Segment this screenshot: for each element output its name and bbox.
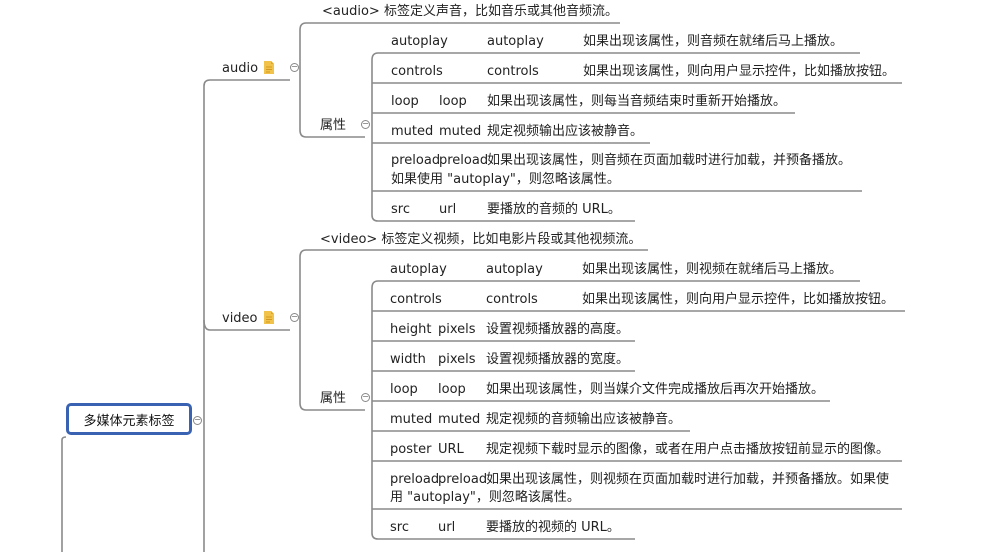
video-attr-desc: 规定视频下载时显示的图像，或者在用户点击播放按钮前显示的图像。 (486, 442, 890, 457)
video-node[interactable]: video (222, 311, 258, 326)
audio-attr-desc: 如果出现该属性，则每当音频结束时重新开始播放。 (487, 94, 787, 109)
video-attr-desc: 如果出现该属性，则视频在页面加载时进行加载，并预备播放。如果使 (486, 472, 890, 487)
audio-attr-desc: 如果出现该属性，则音频在页面加载时进行加载，并预备播放。 (487, 153, 852, 168)
video-attr-desc: 规定视频的音频输出应该被静音。 (486, 412, 682, 427)
video-attr-value: pixels (438, 322, 476, 337)
audio-attr-desc: 如果出现该属性，则音频在就绪后马上播放。 (583, 34, 844, 49)
audio-attr-name: preload (391, 153, 441, 168)
video-attr-name: autoplay (390, 262, 447, 277)
video-attr-value: url (438, 520, 456, 535)
video-collapse-icon[interactable]: − (290, 312, 299, 322)
video-attr-name: src (390, 520, 409, 535)
video-attr-name: width (390, 352, 426, 367)
video-attr-desc: 如果出现该属性，则当媒介文件完成播放后再次开始播放。 (486, 382, 825, 397)
audio-collapse-icon[interactable]: − (290, 62, 299, 72)
video-attr-collapse-icon[interactable]: − (361, 392, 370, 402)
video-attr-desc-cont: 用 "autoplay"，则忽略该属性。 (390, 490, 580, 505)
note-icon[interactable] (264, 311, 274, 324)
audio-attr-desc: 要播放的音频的 URL。 (487, 202, 621, 217)
video-attr-desc: 设置视频播放器的宽度。 (486, 352, 630, 367)
root-label: 多媒体元素标签 (83, 413, 175, 429)
video-attr-name: controls (390, 292, 442, 307)
video-desc: <video> 标签定义视频，比如电影片段或其他视频流。 (320, 232, 642, 247)
audio-node[interactable]: audio (222, 61, 259, 76)
video-attr-value: preload (438, 472, 488, 487)
audio-attr-name: autoplay (391, 34, 448, 49)
video-attr-desc: 如果出现该属性，则视频在就绪后马上播放。 (582, 262, 843, 277)
audio-attr-desc-cont: 如果使用 "autoplay"，则忽略该属性。 (391, 172, 620, 187)
video-attr-name: poster (390, 442, 432, 457)
video-attr-name: preload (390, 472, 440, 487)
video-attr-label[interactable]: 属性 (320, 391, 347, 406)
audio-attr-value: autoplay (487, 34, 544, 49)
audio-attr-value: muted (439, 124, 482, 139)
video-attr-name: height (390, 322, 432, 337)
video-attr-value: muted (438, 412, 481, 427)
video-attr-value: autoplay (486, 262, 543, 277)
audio-attr-desc: 规定视频输出应该被静音。 (487, 124, 644, 139)
audio-desc: <audio> 标签定义声音，比如音乐或其他音频流。 (322, 4, 618, 19)
audio-attr-name: loop (391, 94, 419, 109)
video-attr-desc: 如果出现该属性，则向用户显示控件，比如播放按钮。 (582, 292, 895, 307)
video-attr-name: loop (390, 382, 418, 397)
video-attr-value: pixels (438, 352, 476, 367)
audio-attr-value: url (439, 202, 457, 217)
video-attr-name: muted (390, 412, 433, 427)
video-attr-desc: 设置视频播放器的高度。 (486, 322, 630, 337)
audio-attr-label[interactable]: 属性 (320, 118, 347, 133)
video-attr-value: loop (438, 382, 466, 397)
audio-attr-value: loop (439, 94, 467, 109)
video-attr-value: URL (438, 442, 464, 457)
note-icon[interactable] (264, 61, 274, 74)
audio-attr-collapse-icon[interactable]: − (361, 119, 370, 129)
audio-attr-name: controls (391, 64, 443, 79)
audio-attr-desc: 如果出现该属性，则向用户显示控件，比如播放按钮。 (583, 64, 896, 79)
video-attr-value: controls (486, 292, 538, 307)
root-collapse-icon[interactable]: − (193, 415, 202, 425)
audio-attr-value: controls (487, 64, 539, 79)
audio-attr-value: preload (439, 153, 489, 168)
root-node[interactable]: 多媒体元素标签 (66, 403, 192, 435)
audio-attr-name: src (391, 202, 410, 217)
audio-attr-name: muted (391, 124, 434, 139)
video-attr-desc: 要播放的视频的 URL。 (486, 520, 620, 535)
